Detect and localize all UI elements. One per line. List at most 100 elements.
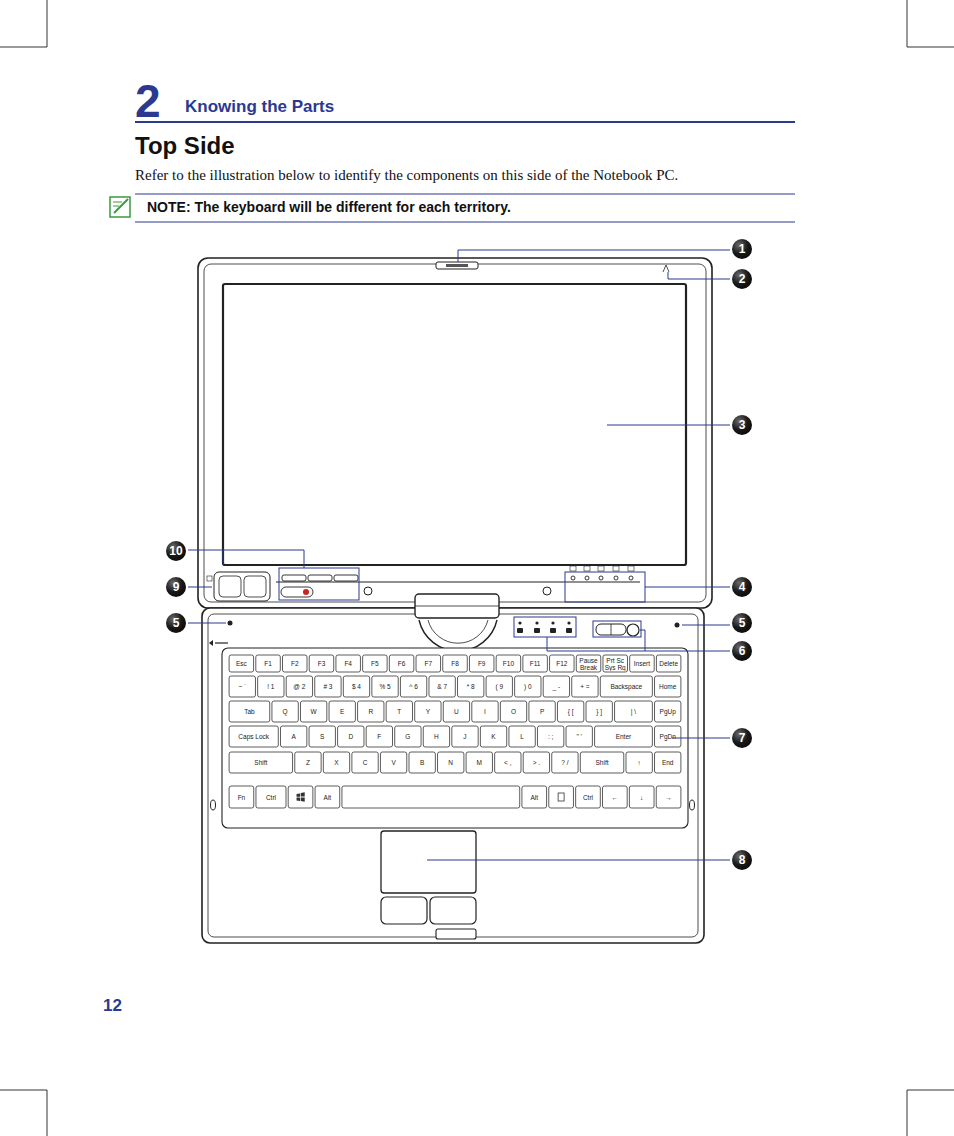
- key: [300, 701, 326, 722]
- key-legend: A: [281, 727, 305, 746]
- key: [656, 786, 681, 808]
- key: [400, 676, 426, 697]
- key: [656, 655, 681, 672]
- lid-latch-sensor: [543, 587, 551, 595]
- crop-mark: [47, 0, 48, 47]
- key: [366, 726, 392, 747]
- key: [466, 752, 492, 773]
- key: [469, 655, 494, 672]
- key: [309, 726, 335, 747]
- lid-outline: [198, 258, 712, 608]
- leader-bracket: [514, 617, 576, 637]
- key-legend: U: [444, 702, 468, 721]
- key-legend: PgDn: [656, 727, 680, 746]
- key-legend: C: [353, 753, 377, 772]
- key: [550, 655, 575, 672]
- key: [515, 676, 541, 697]
- header-rule: [135, 121, 795, 123]
- key: [409, 752, 435, 773]
- indicator-icon: [566, 628, 572, 633]
- key-legend: % 5: [373, 677, 397, 696]
- key: [415, 701, 441, 722]
- power-button: [627, 624, 639, 636]
- crop-mark: [907, 0, 908, 47]
- key: [458, 676, 484, 697]
- swivel-hinge: [419, 620, 497, 651]
- key: [423, 726, 449, 747]
- key: [576, 655, 601, 672]
- lid-inner-outline: [204, 264, 706, 602]
- key-legend: E: [330, 702, 354, 721]
- key-legend: ←: [604, 787, 627, 807]
- key: [655, 752, 681, 773]
- key: [443, 655, 468, 672]
- lock-switch: [281, 587, 313, 597]
- front-latch: [436, 929, 476, 939]
- key-legend: Shift: [581, 753, 622, 772]
- side-slot: [211, 800, 216, 810]
- key: [229, 676, 255, 697]
- key-legend: Enter: [596, 727, 652, 746]
- key: [438, 752, 464, 773]
- power-mark: [209, 640, 213, 646]
- status-icon: [613, 566, 619, 571]
- key: [600, 676, 652, 697]
- key-legend: H: [424, 727, 448, 746]
- key: [323, 752, 349, 773]
- crop-mark: [0, 1090, 47, 1091]
- key: [363, 655, 388, 672]
- chapter-number: 2: [135, 78, 161, 124]
- key-legend: ~ `: [230, 677, 254, 696]
- key-legend: F4: [337, 656, 360, 671]
- leader-line: [682, 625, 730, 626]
- key: [572, 676, 598, 697]
- key-legend: Alt: [316, 787, 339, 807]
- key: [549, 786, 574, 808]
- callout-number: 5: [732, 613, 752, 633]
- key: [443, 701, 469, 722]
- key: [272, 701, 298, 722]
- key-legend: Q: [273, 702, 297, 721]
- key-legend: F: [367, 727, 391, 746]
- touchpad-button: [430, 897, 476, 924]
- key: [309, 655, 334, 672]
- key: [342, 786, 520, 808]
- key: [630, 655, 655, 672]
- key-legend: * 8: [459, 677, 483, 696]
- key: [352, 752, 378, 773]
- key-legend: Ctrl: [257, 787, 285, 807]
- key: [336, 655, 361, 672]
- touchpad-button: [381, 897, 427, 924]
- camera: [436, 262, 478, 269]
- crop-mark: [47, 1090, 48, 1136]
- key-legend: @ 2: [287, 677, 311, 696]
- key: [603, 786, 628, 808]
- key-legend: F7: [417, 656, 440, 671]
- leader-line: [672, 738, 730, 739]
- key-legend: N: [439, 753, 463, 772]
- key-legend: Y: [416, 702, 440, 721]
- indicator-led: [535, 621, 538, 624]
- key: [576, 786, 601, 808]
- key-legend: F10: [497, 656, 520, 671]
- key-legend: Esc: [230, 656, 253, 671]
- indicator-icon: [517, 628, 523, 633]
- leader-line: [188, 623, 226, 624]
- key: [229, 701, 270, 722]
- key: [395, 726, 421, 747]
- key-legend: L: [510, 727, 534, 746]
- microphone: [663, 265, 669, 272]
- key-legend: } ]: [587, 702, 611, 721]
- leader-bracket: [593, 621, 641, 637]
- status-icon: [598, 566, 604, 571]
- key: [229, 786, 254, 808]
- key: [380, 752, 406, 773]
- key: [655, 676, 681, 697]
- key-legend: F12: [551, 656, 574, 671]
- key-legend: ↑: [627, 753, 651, 772]
- keyboard: [229, 655, 681, 808]
- callout-number: 2: [732, 269, 752, 289]
- key: [543, 676, 569, 697]
